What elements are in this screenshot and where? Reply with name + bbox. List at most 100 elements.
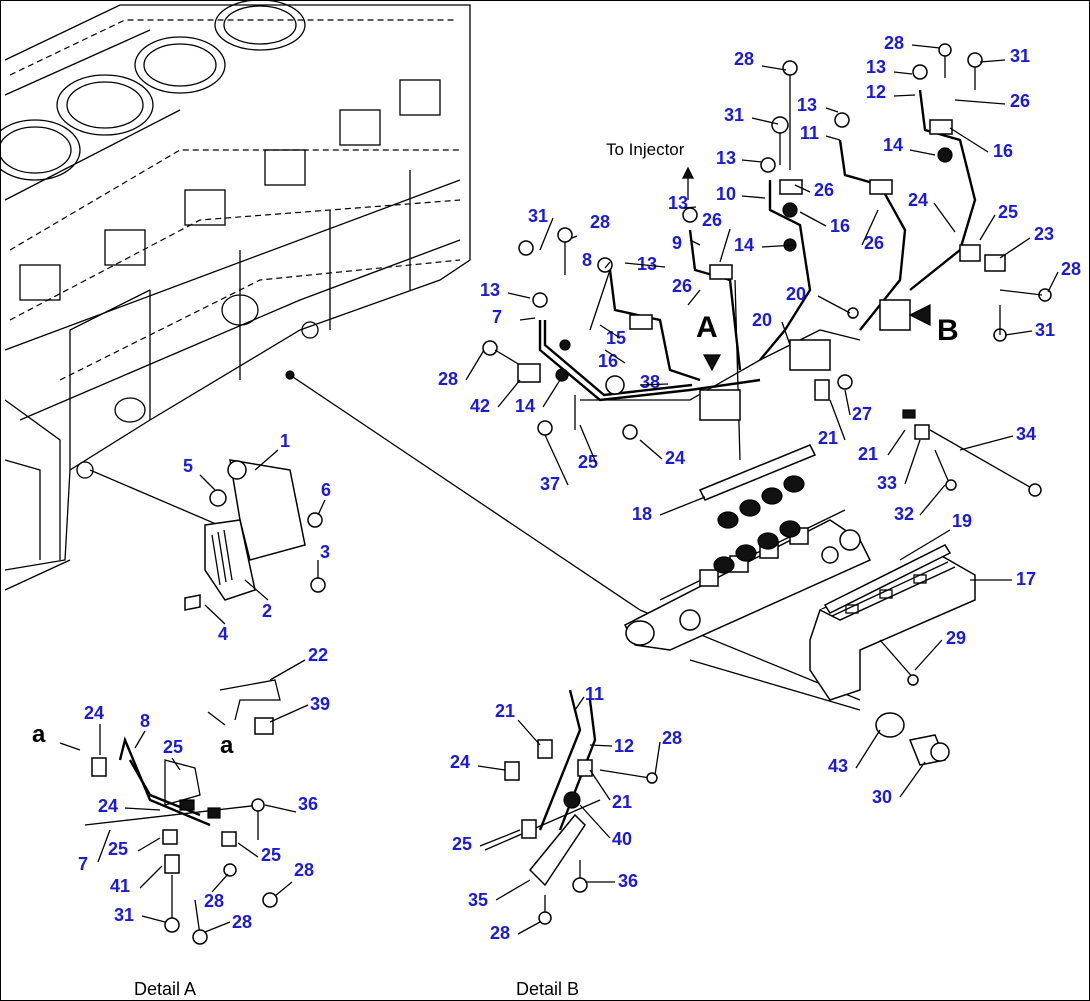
detail-a-callout-31: 31 [114, 905, 134, 925]
detail-b-caption: Detail B [516, 979, 579, 999]
callout-26: 26 [1010, 91, 1030, 111]
callout-labels: 28 31 13 11 26 16 28 13 31 12 26 16 14 2… [32, 33, 1081, 999]
detail-a-callout-41: 41 [110, 876, 130, 896]
callout-13: 13 [866, 57, 886, 77]
callout-25: 25 [998, 202, 1018, 222]
callout-13: 13 [480, 280, 500, 300]
detail-b-callout-25: 25 [452, 834, 472, 854]
detail-a-mark-a: a [32, 721, 46, 748]
detail-a-callout-25: 25 [163, 737, 183, 757]
callout-3: 3 [320, 542, 330, 562]
callout-27: 27 [852, 404, 872, 424]
callout-4: 4 [218, 624, 228, 644]
callout-28: 28 [590, 212, 610, 232]
fuel-pipes [482, 43, 1052, 497]
detail-b-callout-28: 28 [490, 923, 510, 943]
callout-38: 38 [640, 372, 660, 392]
detail-b-callout-36: 36 [618, 871, 638, 891]
callout-2: 2 [262, 601, 272, 621]
callout-5: 5 [183, 456, 193, 476]
callout-37: 37 [540, 474, 560, 494]
callout-24: 24 [908, 190, 928, 210]
callout-26: 26 [814, 180, 834, 200]
detail-a-callout-25: 25 [108, 839, 128, 859]
callout-33: 33 [877, 473, 897, 493]
callout-17: 17 [1016, 569, 1036, 589]
callout-32: 32 [894, 504, 914, 524]
callout-18: 18 [632, 504, 652, 524]
engine-block [0, 0, 471, 591]
bracket-assembly [184, 459, 326, 611]
callout-31: 31 [1010, 46, 1030, 66]
callout-6: 6 [321, 480, 331, 500]
callout-31: 31 [1035, 320, 1055, 340]
detail-a-callout-24: 24 [98, 796, 118, 816]
detail-b-callout-11: 11 [585, 684, 604, 704]
detail-b-callout-40: 40 [612, 829, 632, 849]
callout-42: 42 [470, 396, 490, 416]
callout-31: 31 [528, 206, 548, 226]
detail-b-drawing [484, 689, 658, 925]
callout-7: 7 [492, 307, 502, 327]
detail-a-callout-22: 22 [308, 645, 328, 665]
callout-28: 28 [884, 33, 904, 53]
callout-1: 1 [280, 431, 290, 451]
callout-leaders [97, 44, 1059, 935]
callout-26: 26 [864, 233, 884, 253]
callout-13: 13 [797, 95, 817, 115]
detail-a-drawing [59, 679, 281, 945]
callout-15: 15 [606, 328, 626, 348]
detail-a-callout-24: 24 [84, 703, 104, 723]
detail-a-callout-36: 36 [298, 794, 318, 814]
callout-20: 20 [786, 284, 806, 304]
detail-b-callout-12: 12 [614, 736, 634, 756]
detail-a-callout-8: 8 [140, 711, 150, 731]
callout-11: 11 [800, 123, 819, 143]
callout-24: 24 [665, 448, 685, 468]
callout-16: 16 [830, 216, 850, 236]
callout-20: 20 [752, 310, 772, 330]
callout-8: 8 [582, 250, 592, 270]
view-b-label: B [937, 314, 959, 347]
detail-b-callout-35: 35 [468, 890, 488, 910]
callout-34: 34 [1016, 424, 1036, 444]
callout-26: 26 [672, 276, 692, 296]
callout-14: 14 [883, 135, 903, 155]
callout-28: 28 [734, 49, 754, 69]
callout-28: 28 [438, 369, 458, 389]
callout-13: 13 [668, 193, 688, 213]
detail-b-callout-21: 21 [495, 701, 515, 721]
view-a-label: A [696, 311, 718, 344]
callout-10: 10 [716, 184, 736, 204]
detail-b-callout-24: 24 [450, 752, 470, 772]
detail-a-callout-7: 7 [78, 854, 88, 874]
callout-31: 31 [724, 105, 744, 125]
callout-19: 19 [952, 511, 972, 531]
callout-26: 26 [702, 210, 722, 230]
fuel-rail [623, 444, 976, 766]
callout-13: 13 [637, 254, 657, 274]
callout-13: 13 [716, 148, 736, 168]
detail-a-caption: Detail A [134, 979, 196, 999]
detail-a-callout-28: 28 [204, 891, 224, 911]
callout-28: 28 [1061, 259, 1081, 279]
callout-43: 43 [828, 756, 848, 776]
callout-9: 9 [672, 233, 682, 253]
detail-a-mark-a: a [220, 732, 234, 759]
callout-23: 23 [1034, 224, 1054, 244]
callout-14: 14 [515, 396, 535, 416]
detail-a-callout-25: 25 [261, 845, 281, 865]
callout-16: 16 [598, 351, 618, 371]
detail-a-callout-28: 28 [232, 912, 252, 932]
detail-b-callout-21: 21 [612, 792, 632, 812]
to-injector-label: To Injector [606, 140, 685, 159]
callout-30: 30 [872, 787, 892, 807]
callout-16: 16 [993, 141, 1013, 161]
callout-12: 12 [866, 82, 886, 102]
callout-21: 21 [858, 444, 878, 464]
callout-29: 29 [946, 628, 966, 648]
callout-14: 14 [734, 235, 754, 255]
callout-21: 21 [818, 428, 838, 448]
